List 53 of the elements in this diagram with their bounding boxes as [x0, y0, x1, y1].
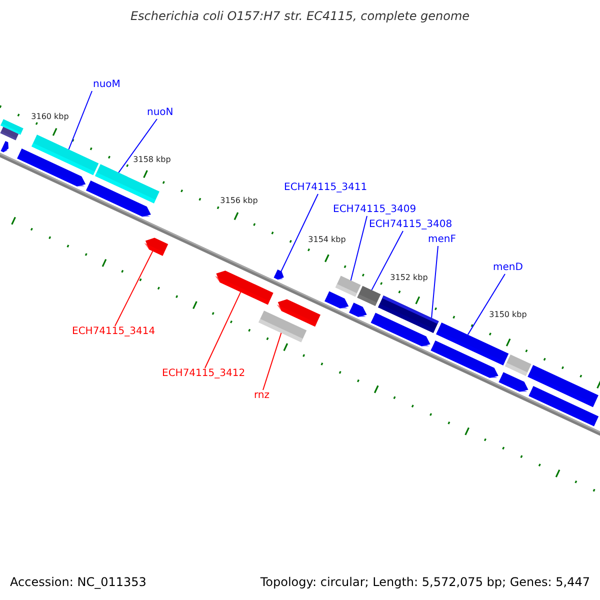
position-label: 3156 kbp: [220, 195, 258, 207]
gene-label: nuoM: [93, 79, 120, 91]
gene-feature: [528, 365, 598, 408]
position-label: 3158 kbp: [133, 154, 171, 166]
gene-feature: [258, 310, 307, 342]
gene-feature: [324, 291, 349, 308]
gene-label: ECH74115_3412: [162, 368, 246, 380]
gene-label: menF: [428, 234, 456, 246]
leader-line: [431, 246, 438, 318]
position-label: 3152 kbp: [390, 272, 428, 284]
position-label: 3150 kbp: [489, 309, 527, 321]
gene-feature: [17, 148, 86, 186]
gene-feature: [274, 270, 284, 280]
gene-feature: [335, 276, 361, 297]
leader-line: [68, 90, 92, 150]
gene-feature: [144, 238, 168, 256]
gene-feature: [95, 164, 160, 204]
gene-label: ECH74115_3409: [333, 204, 416, 216]
leader-line: [371, 230, 404, 291]
gene-feature: [436, 322, 509, 366]
gene-feature: [430, 340, 498, 378]
leader-line: [204, 292, 242, 368]
gene-feature: [32, 134, 99, 176]
leader-line: [118, 118, 158, 174]
gene-feature: [0, 119, 24, 135]
gene-label: ECH74115_3408: [369, 219, 452, 231]
gene-feature: [0, 126, 19, 140]
gene-feature: [505, 354, 532, 376]
title: Escherichia coli O157:H7 str. EC4115, complete genome: [129, 10, 471, 22]
accession-text: Accession: NC_011353: [10, 576, 146, 588]
gene-feature: [349, 302, 367, 317]
gene-feature: [378, 296, 439, 333]
leader-line: [262, 332, 282, 390]
gene-feature: [528, 386, 599, 426]
gene-feature: [370, 312, 430, 346]
gene-label: rnz: [254, 390, 270, 402]
gene-feature: [0, 140, 9, 152]
leader-line: [467, 274, 506, 336]
gene-label: menD: [493, 262, 523, 274]
gene-feature: [86, 180, 151, 217]
gene-feature: [498, 372, 528, 392]
genome-info-text: Topology: circular; Length: 5,572,075 bp; Genes: 5,447: [260, 576, 590, 588]
gene-feature: [357, 286, 381, 306]
leader-line: [350, 216, 368, 281]
leader-line: [280, 194, 318, 274]
gene-label: nuoN: [147, 107, 174, 119]
gene-label: ECH74115_3411: [284, 182, 368, 194]
gene-feature: [215, 270, 274, 305]
gene-feature: [276, 299, 320, 327]
gene-label: ECH74115_3414: [72, 326, 156, 338]
position-label: 3154 kbp: [308, 234, 346, 246]
leader-line: [114, 250, 154, 326]
position-label: 3160 kbp: [31, 111, 69, 123]
